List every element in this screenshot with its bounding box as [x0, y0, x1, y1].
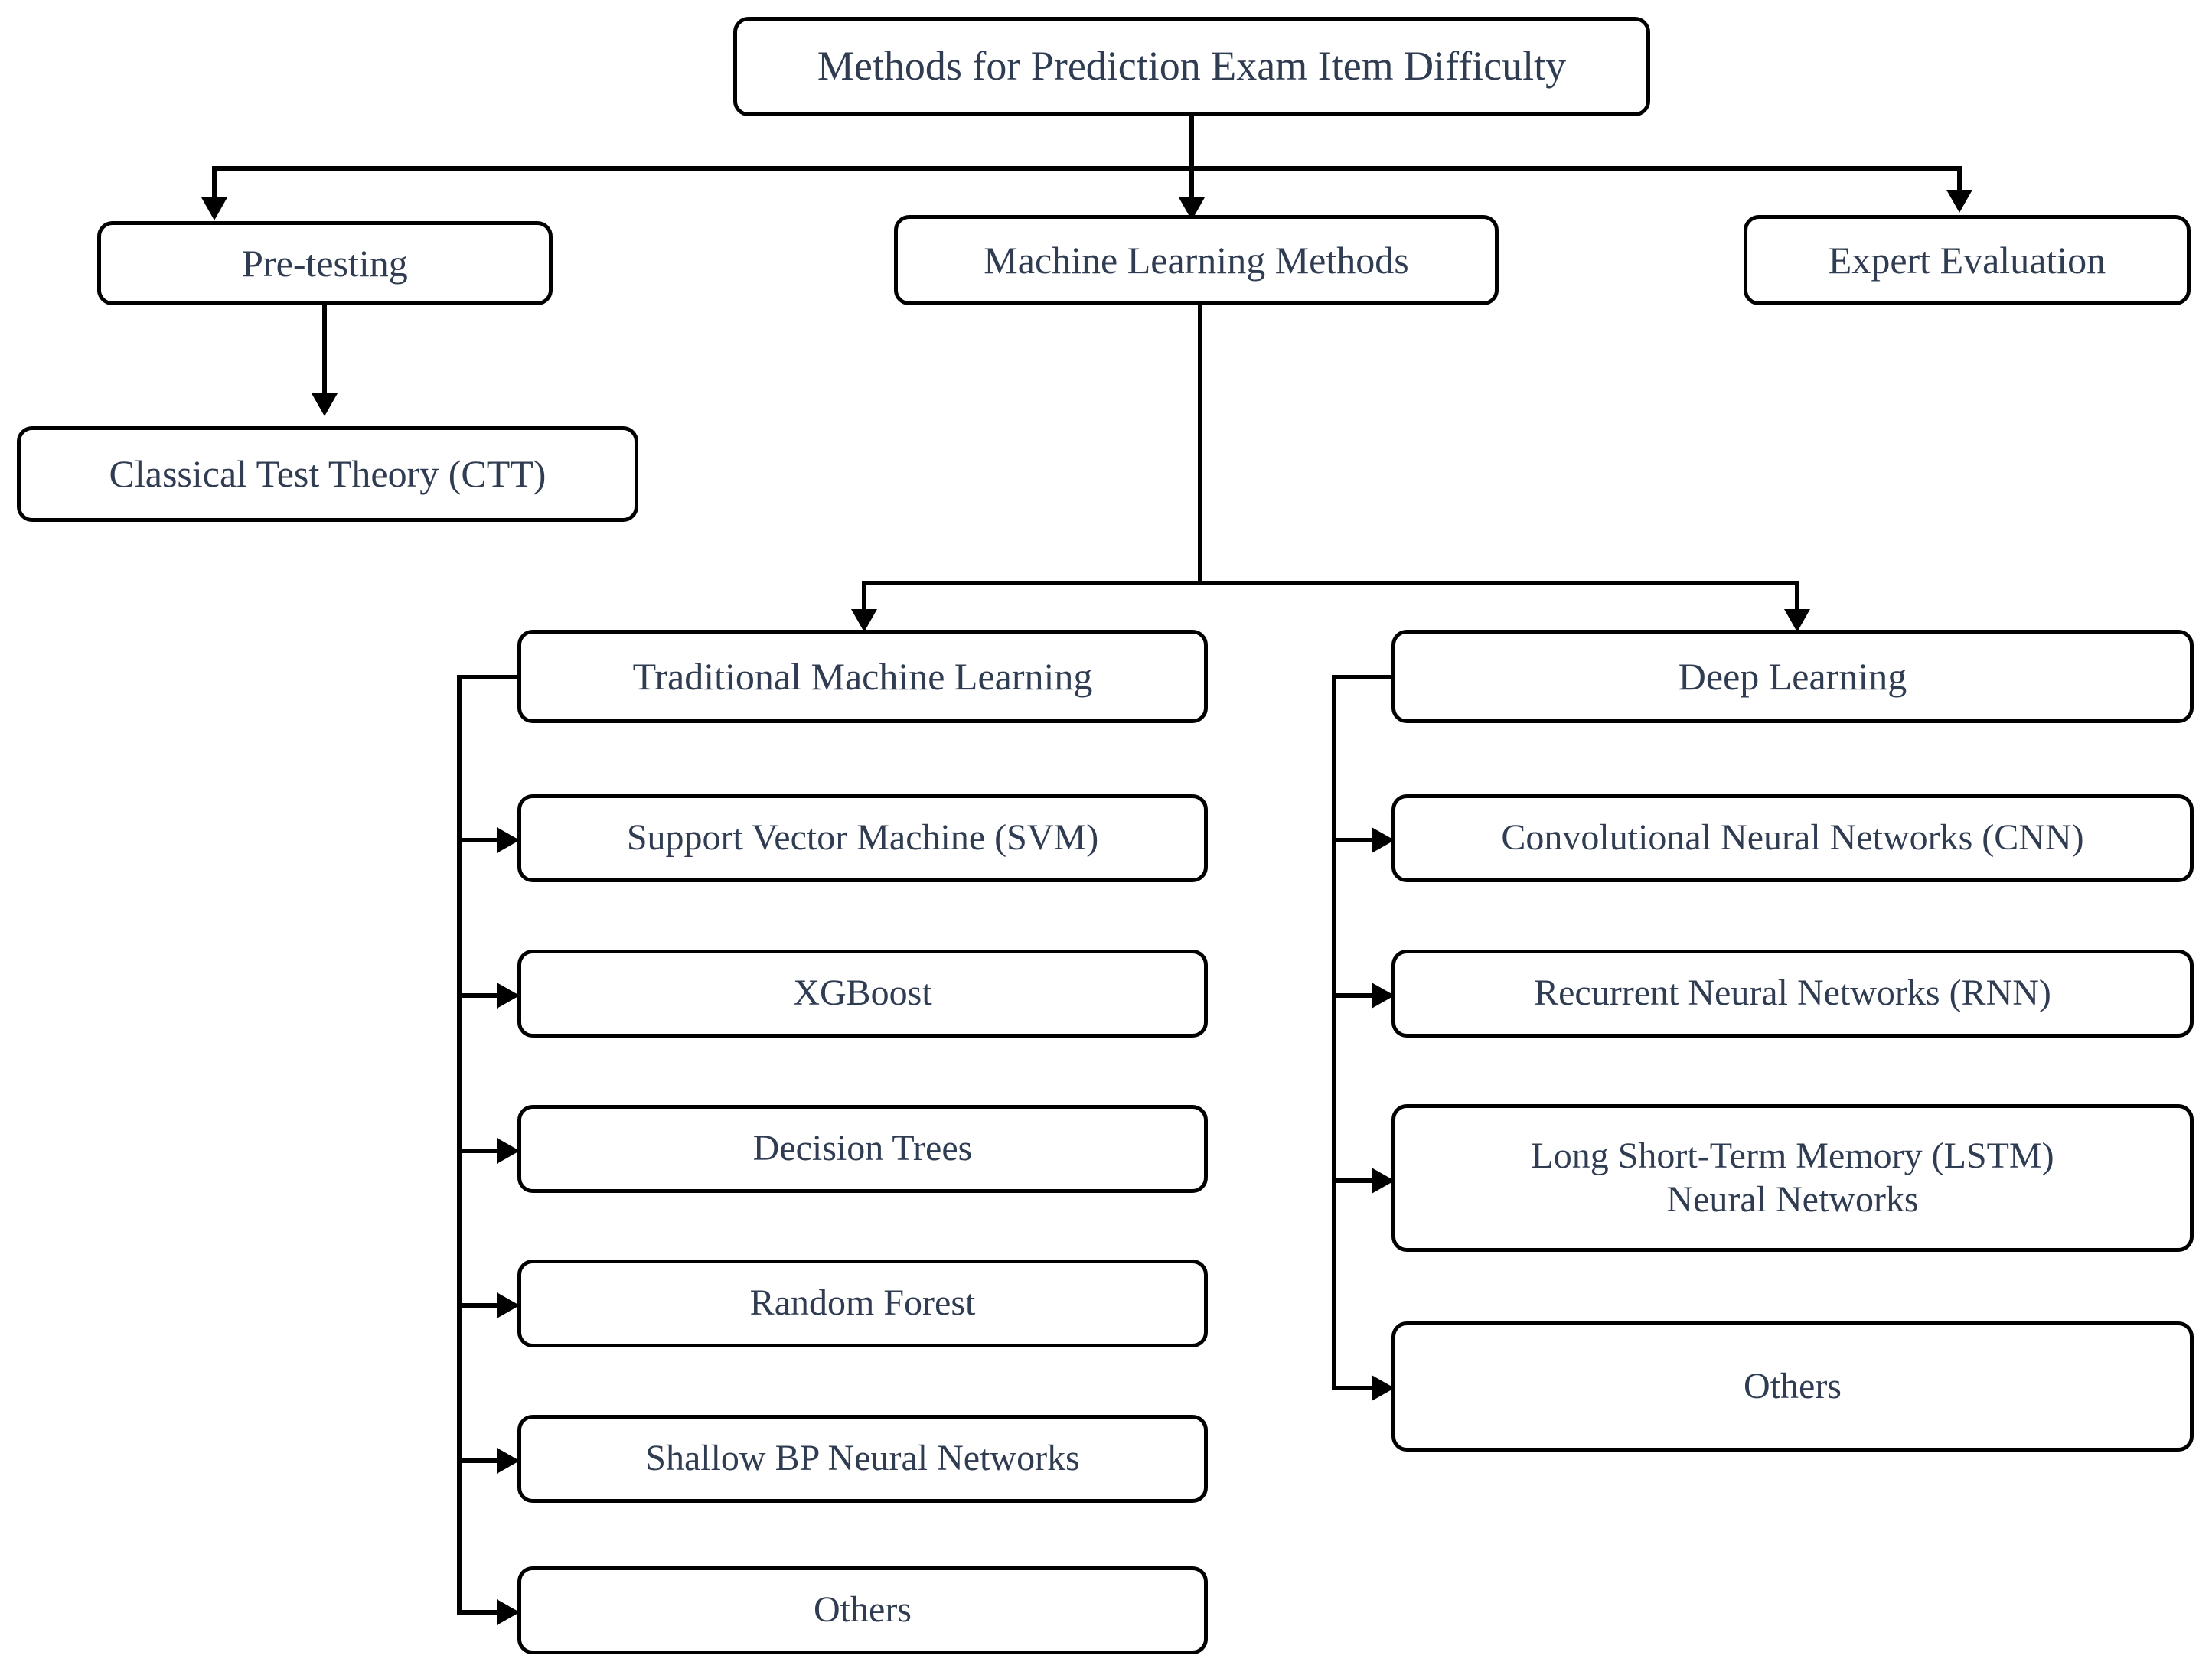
- arrowhead-pretesting-to-ctt: [312, 393, 338, 416]
- connector-deep-learning-spine: [1332, 675, 1336, 1390]
- node-lstm-neural-networks-label: Long Short-Term Memory (LSTM) Neural Net…: [1531, 1135, 2054, 1220]
- node-classical-test-theory[interactable]: Classical Test Theory (CTT): [17, 426, 638, 522]
- connector-traditional-ml-stub: [457, 675, 520, 679]
- connector-traditional-ml-spine: [457, 675, 462, 1615]
- connector-ml-split-bus: [862, 581, 1799, 585]
- connector-rung-others-right: [1332, 1386, 1375, 1390]
- node-others-deep-learning-label: Others: [1744, 1365, 1842, 1406]
- node-expert-evaluation-label: Expert Evaluation: [1828, 238, 2106, 282]
- node-root-methods[interactable]: Methods for Prediction Exam Item Difficu…: [733, 17, 1650, 116]
- node-recurrent-neural-networks[interactable]: Recurrent Neural Networks (RNN): [1391, 950, 2194, 1038]
- node-decision-trees-label: Decision Trees: [752, 1128, 973, 1169]
- node-others-traditional-ml-label: Others: [814, 1589, 912, 1631]
- connector-to-traditional-ml: [862, 581, 866, 615]
- arrowhead-rung-rnn: [1372, 983, 1395, 1009]
- arrowhead-to-pretesting: [201, 197, 227, 220]
- connector-ml-methods-stem: [1198, 305, 1202, 585]
- node-shallow-bp-neural-networks-label: Shallow BP Neural Networks: [645, 1438, 1080, 1479]
- arrowhead-to-expert-eval: [1946, 190, 1972, 213]
- node-pre-testing[interactable]: Pre-testing: [97, 221, 553, 305]
- arrowhead-rung-svm: [497, 827, 520, 853]
- connector-level1-bus: [212, 166, 1959, 171]
- node-support-vector-machine[interactable]: Support Vector Machine (SVM): [517, 794, 1208, 882]
- arrowhead-rung-shallow-bp: [497, 1448, 520, 1474]
- node-recurrent-neural-networks-label: Recurrent Neural Networks (RNN): [1534, 973, 2051, 1014]
- node-root-label: Methods for Prediction Exam Item Difficu…: [817, 43, 1567, 90]
- node-xgboost-label: XGBoost: [793, 973, 932, 1014]
- node-random-forest[interactable]: Random Forest: [517, 1260, 1208, 1347]
- arrowhead-rung-others-right: [1372, 1375, 1395, 1401]
- node-traditional-machine-learning-label: Traditional Machine Learning: [632, 654, 1093, 698]
- connector-rung-xgboost: [457, 993, 500, 998]
- node-machine-learning-methods[interactable]: Machine Learning Methods: [894, 215, 1499, 305]
- node-convolutional-neural-networks[interactable]: Convolutional Neural Networks (CNN): [1391, 794, 2194, 882]
- node-classical-test-theory-label: Classical Test Theory (CTT): [109, 452, 546, 495]
- node-shallow-bp-neural-networks[interactable]: Shallow BP Neural Networks: [517, 1415, 1208, 1503]
- node-support-vector-machine-label: Support Vector Machine (SVM): [626, 817, 1099, 859]
- connector-rung-shallow-bp: [457, 1458, 500, 1463]
- node-decision-trees[interactable]: Decision Trees: [517, 1105, 1208, 1193]
- node-random-forest-label: Random Forest: [749, 1282, 976, 1324]
- arrowhead-to-deep-learning: [1784, 609, 1810, 632]
- connector-deep-learning-stub: [1332, 675, 1396, 679]
- arrowhead-rung-decision-trees: [497, 1138, 520, 1164]
- node-others-deep-learning[interactable]: Others: [1391, 1321, 2194, 1452]
- connector-rung-rnn: [1332, 993, 1375, 998]
- connector-rung-random-forest: [457, 1303, 500, 1308]
- node-xgboost[interactable]: XGBoost: [517, 950, 1208, 1038]
- arrowhead-rung-cnn: [1372, 827, 1395, 853]
- connector-to-ml-methods: [1189, 166, 1194, 203]
- arrowhead-to-traditional-ml: [851, 609, 877, 632]
- node-lstm-neural-networks[interactable]: Long Short-Term Memory (LSTM) Neural Net…: [1391, 1104, 2194, 1252]
- node-convolutional-neural-networks-label: Convolutional Neural Networks (CNN): [1501, 817, 2084, 859]
- node-deep-learning-label: Deep Learning: [1678, 654, 1907, 698]
- connector-rung-others-left: [457, 1610, 500, 1615]
- node-machine-learning-methods-label: Machine Learning Methods: [984, 238, 1409, 282]
- arrowhead-rung-random-forest: [497, 1292, 520, 1318]
- connector-to-deep-learning: [1795, 581, 1799, 615]
- node-pre-testing-label: Pre-testing: [242, 241, 408, 285]
- arrowhead-rung-others-left: [497, 1599, 520, 1625]
- arrowhead-rung-xgboost: [497, 983, 520, 1009]
- node-deep-learning[interactable]: Deep Learning: [1391, 630, 2194, 723]
- connector-rung-lstm: [1332, 1178, 1375, 1183]
- connector-to-pretesting: [212, 166, 217, 203]
- arrowhead-rung-lstm: [1372, 1168, 1395, 1194]
- connector-to-expert-eval: [1957, 166, 1962, 195]
- connector-rung-svm: [457, 838, 500, 842]
- connector-pretesting-to-ctt: [322, 305, 327, 397]
- connector-root-stem: [1189, 116, 1194, 168]
- connector-rung-cnn: [1332, 838, 1375, 842]
- connector-rung-decision-trees: [457, 1149, 500, 1153]
- node-expert-evaluation[interactable]: Expert Evaluation: [1744, 215, 2191, 305]
- node-traditional-machine-learning[interactable]: Traditional Machine Learning: [517, 630, 1208, 723]
- node-others-traditional-ml[interactable]: Others: [517, 1566, 1208, 1654]
